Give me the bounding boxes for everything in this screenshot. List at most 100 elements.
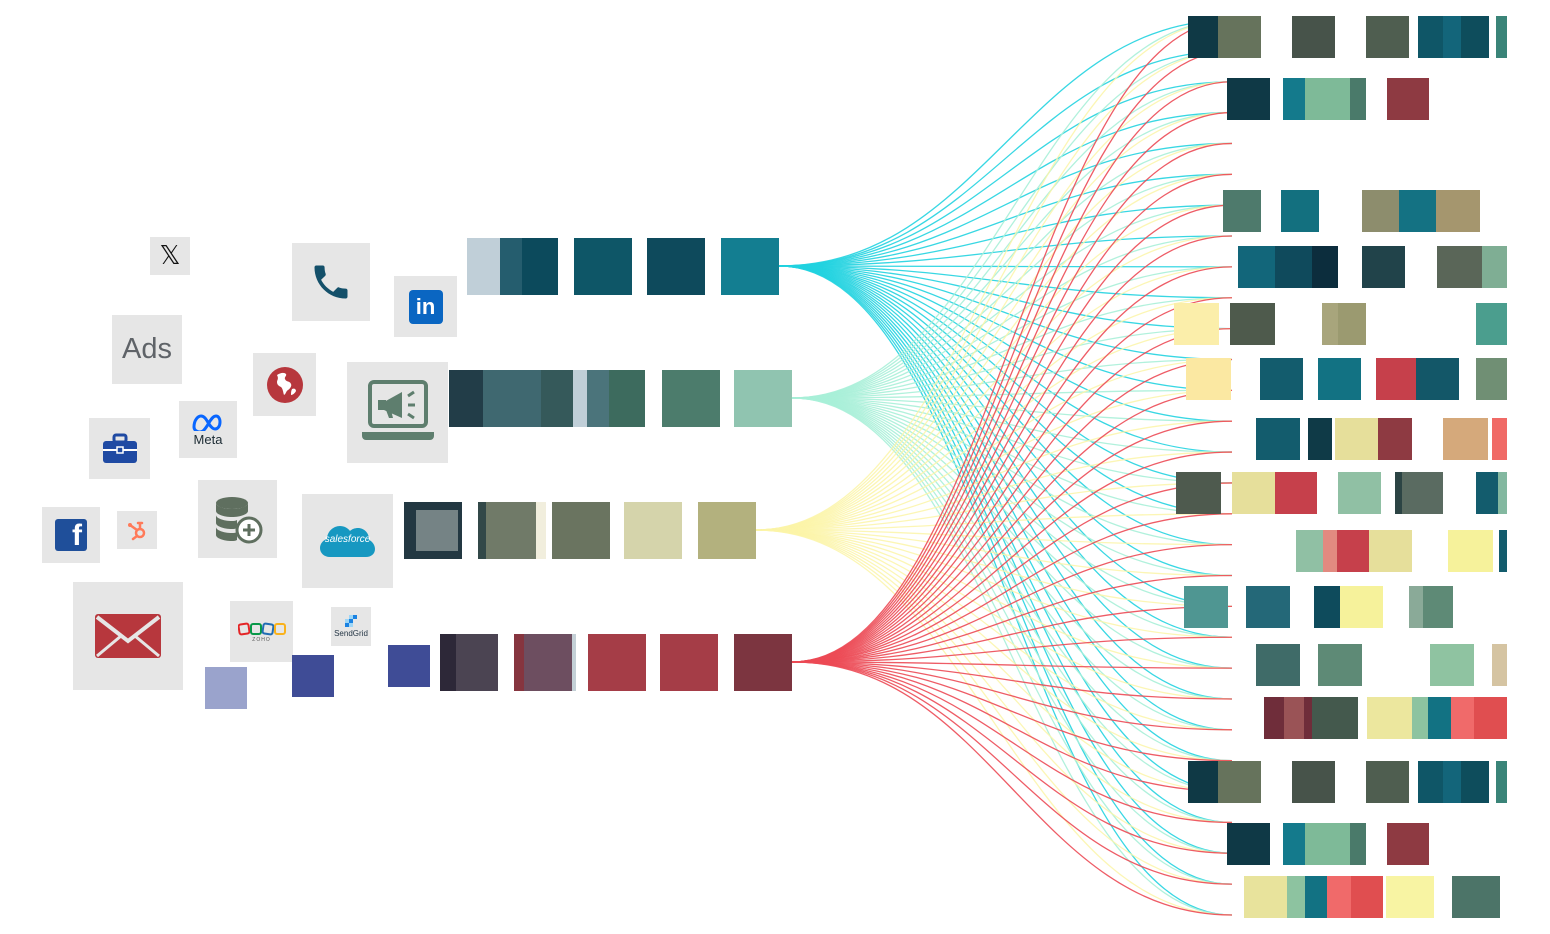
flow-curve [791,661,1233,731]
hubspot-icon [117,511,157,549]
ads-label: Ads [122,333,172,365]
output-block [1362,246,1405,288]
flow-curve [791,397,1233,762]
flow-curve [778,265,1233,361]
output-block [1238,246,1276,288]
flow-curve [791,397,1233,731]
flow-curve [791,266,1233,399]
flow-curve [755,19,1233,531]
flow-curve [778,265,1233,299]
flow-curve [778,265,1233,391]
flow-curve [791,297,1233,663]
data-block-navy [388,645,430,687]
facebook-icon: f [42,507,100,563]
flow-curve [791,19,1233,663]
output-block [1227,823,1270,865]
stream-4-block [514,634,524,691]
data-block-lavender [205,667,247,709]
linkedin-logo: in [408,289,443,324]
output-block [1492,418,1507,460]
flow-curve [755,235,1233,531]
output-block [1335,418,1380,460]
output-block [1283,78,1307,120]
flow-curve [791,661,1233,824]
output-block [1350,78,1366,120]
output-block [1443,16,1461,58]
stream-4-block [588,634,646,691]
output-block [1314,586,1340,628]
output-block [1305,78,1350,120]
output-block [1496,16,1507,58]
flow-curve [755,529,1233,885]
flow-curve [791,397,1233,577]
stream-2-block [449,370,485,427]
flow-curve [778,235,1233,267]
flow-curve [778,142,1233,267]
flow-curve [791,397,1233,515]
flow-curve [778,265,1233,793]
output-block [1376,358,1419,400]
flow-curve [791,173,1233,663]
stream-2-block [587,370,609,427]
flow-curve [755,266,1233,531]
output-block [1366,16,1409,58]
meta-icon: Meta [179,401,237,458]
output-block [1496,761,1507,803]
output-block [1366,761,1409,803]
flow-curve [755,529,1233,731]
facebook-label: f [72,519,82,551]
output-block [1256,418,1300,460]
globe-icon [253,353,316,416]
stream-3-block [416,510,458,551]
flow-curve [791,397,1233,700]
stream-3-block [478,502,536,559]
output-block [1367,697,1412,739]
flow-curve [791,397,1233,824]
output-block [1443,761,1461,803]
output-block [1461,16,1489,58]
sendgrid-label: SendGrid [334,629,368,638]
stream-3-block [478,502,486,559]
flow-curve [791,297,1233,399]
flow-curve [778,265,1233,515]
flow-curve [755,173,1233,531]
stream-2-block [483,370,541,427]
flow-curve [755,451,1233,531]
stream-4-block [440,634,456,691]
flow-curve [791,397,1233,916]
flow-curve [791,661,1233,793]
flow-curve [791,544,1233,663]
flow-curve [791,266,1233,663]
output-block [1499,530,1507,572]
output-block [1338,472,1381,514]
output-block [1230,303,1275,345]
output-block [1399,190,1437,232]
flow-curve [791,574,1233,663]
flow-curve [791,204,1233,399]
stream-4-block [734,634,792,691]
flow-curve [755,529,1233,608]
output-block [1318,358,1361,400]
output-block [1430,644,1474,686]
flow-curve [791,397,1233,484]
flow-curve [791,397,1233,422]
output-block [1437,246,1482,288]
flow-curve [755,111,1233,531]
flow-curve [791,661,1233,885]
flow-curve [791,605,1233,663]
output-block [1461,761,1489,803]
flow-curve [755,204,1233,531]
output-block [1287,876,1305,918]
output-block [1327,876,1351,918]
flow-curve [791,81,1233,663]
flow-curve [755,529,1233,916]
zoho-icon: ZOHO [230,601,293,662]
flow-curve [755,529,1233,762]
output-block [1409,586,1423,628]
output-block [1218,16,1261,58]
output-block [1452,876,1500,918]
stream-1-block [500,238,522,295]
flow-curve [755,142,1233,531]
flow-curve [791,451,1233,663]
